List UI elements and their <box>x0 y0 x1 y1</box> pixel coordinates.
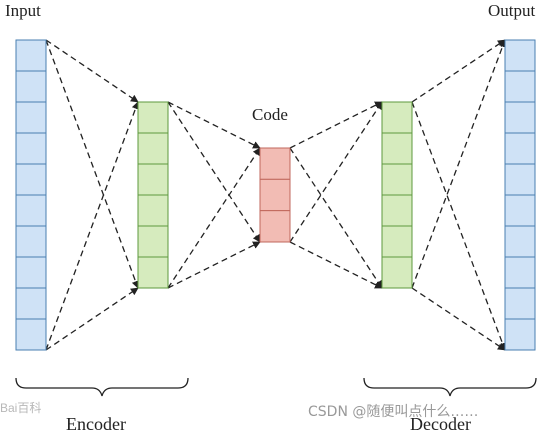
output-layer-cell <box>504 225 536 258</box>
connection-arrow <box>289 147 383 289</box>
dec-layer-cell <box>381 194 413 227</box>
connection-arrow <box>45 101 140 351</box>
encoder-brace <box>15 377 189 397</box>
connection-arrow <box>167 147 261 289</box>
enc-layer-cell <box>137 163 169 196</box>
decoder-brace <box>363 377 537 397</box>
encoder-label: Encoder <box>66 414 126 434</box>
output-layer-cell <box>504 39 536 72</box>
decoder-layer <box>381 101 413 289</box>
connection-arrow <box>411 39 506 103</box>
connection-arrow <box>167 241 261 289</box>
output-layer-cell <box>504 287 536 320</box>
code-layer <box>259 147 291 243</box>
connection-lines <box>45 39 507 351</box>
connection-arrow <box>289 101 383 243</box>
enc-layer-cell <box>137 256 169 289</box>
code-label: Code <box>252 105 288 124</box>
connection-arrow <box>167 101 261 243</box>
input-layer-cell <box>15 70 47 103</box>
dec-layer-cell <box>381 225 413 258</box>
connection-arrow <box>289 241 383 289</box>
output-layer-cell <box>504 163 536 196</box>
dec-layer-cell <box>381 101 413 134</box>
decoder-label: Decoder <box>410 414 471 434</box>
connection-arrow <box>45 39 139 103</box>
connection-arrow <box>289 101 383 149</box>
connection-arrow <box>45 287 139 351</box>
code-layer-cell <box>259 210 291 243</box>
output-label: Output <box>488 1 536 20</box>
enc-layer-cell <box>137 132 169 165</box>
input-layer-cell <box>15 163 47 196</box>
output-layer-cell <box>504 194 536 227</box>
output-layer-cell <box>504 318 536 351</box>
csdn-watermark: CSDN @随便叫点什么…… <box>308 404 478 420</box>
dec-layer-cell <box>381 132 413 165</box>
output-layer-cell <box>504 70 536 103</box>
input-layer-cell <box>15 318 47 351</box>
input-layer-cell <box>15 256 47 289</box>
input-layer-cell <box>15 132 47 165</box>
enc-layer-cell <box>137 225 169 258</box>
output-layer-cell <box>504 132 536 165</box>
code-layer-cell <box>259 147 291 180</box>
connection-arrow <box>411 287 506 351</box>
output-layer <box>504 39 536 351</box>
connection-arrow <box>411 39 507 289</box>
connection-arrow <box>411 101 507 351</box>
output-layer-cell <box>504 101 536 134</box>
input-label: Input <box>5 1 41 20</box>
dec-layer-cell <box>381 256 413 289</box>
input-layer-cell <box>15 39 47 72</box>
encoder-layer <box>137 101 169 289</box>
input-layer-cell <box>15 225 47 258</box>
baidu-watermark: Bai百科 <box>0 401 41 415</box>
code-layer-cell <box>259 178 291 212</box>
connection-arrow <box>167 101 261 149</box>
input-layer-cell <box>15 101 47 134</box>
connection-arrow <box>45 39 140 289</box>
dec-layer-cell <box>381 163 413 196</box>
input-layer <box>15 39 47 351</box>
input-layer-cell <box>15 194 47 227</box>
enc-layer-cell <box>137 101 169 134</box>
output-layer-cell <box>504 256 536 289</box>
enc-layer-cell <box>137 194 169 227</box>
input-layer-cell <box>15 287 47 320</box>
